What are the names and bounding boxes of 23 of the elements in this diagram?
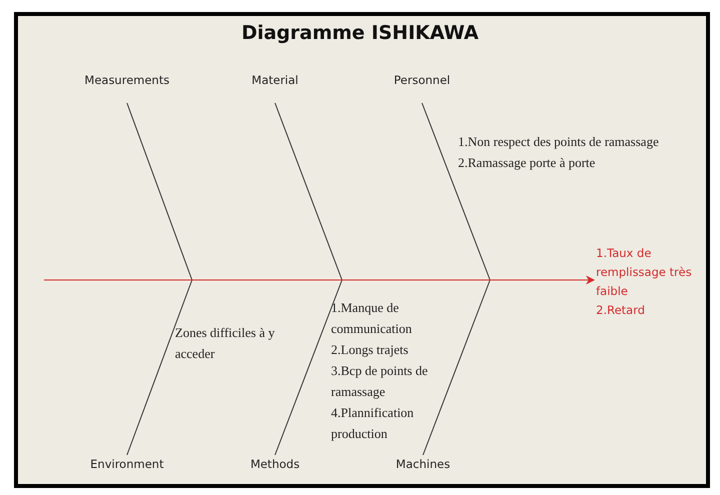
cause-text: Zones difficiles à y acceder <box>175 324 275 363</box>
diagram-title: Diagramme ISHIKAWA <box>241 22 479 44</box>
effect-item: 2.Retard <box>596 302 646 319</box>
category-label: Measurements <box>84 73 170 87</box>
category-label: Methods <box>250 457 300 471</box>
cause-text: 2.Longs trajets <box>331 341 410 359</box>
cause-text: 4.Plannification production <box>331 404 415 443</box>
spine-arrow <box>44 276 595 284</box>
cause-text: 2.Ramassage porte à porte <box>458 154 596 172</box>
category-label: Personnel <box>394 73 450 87</box>
effect-item: 1.Taux de remplissage très faible <box>596 245 693 300</box>
cause-text: 1.Non respect des points de ramassage <box>458 133 660 151</box>
bone-line <box>126 280 192 456</box>
category-label: Machines <box>396 457 450 471</box>
bone-line <box>126 102 192 280</box>
bone-line <box>274 280 342 456</box>
cause-text: 3.Bcp de points de ramassage <box>331 362 429 401</box>
category-label: Environment <box>90 457 164 471</box>
category-label: Material <box>252 73 298 87</box>
bone-line <box>274 102 342 280</box>
bone-line <box>422 102 490 280</box>
cause-text: 1.Manque de communication <box>331 299 413 338</box>
bone-line <box>422 280 490 456</box>
